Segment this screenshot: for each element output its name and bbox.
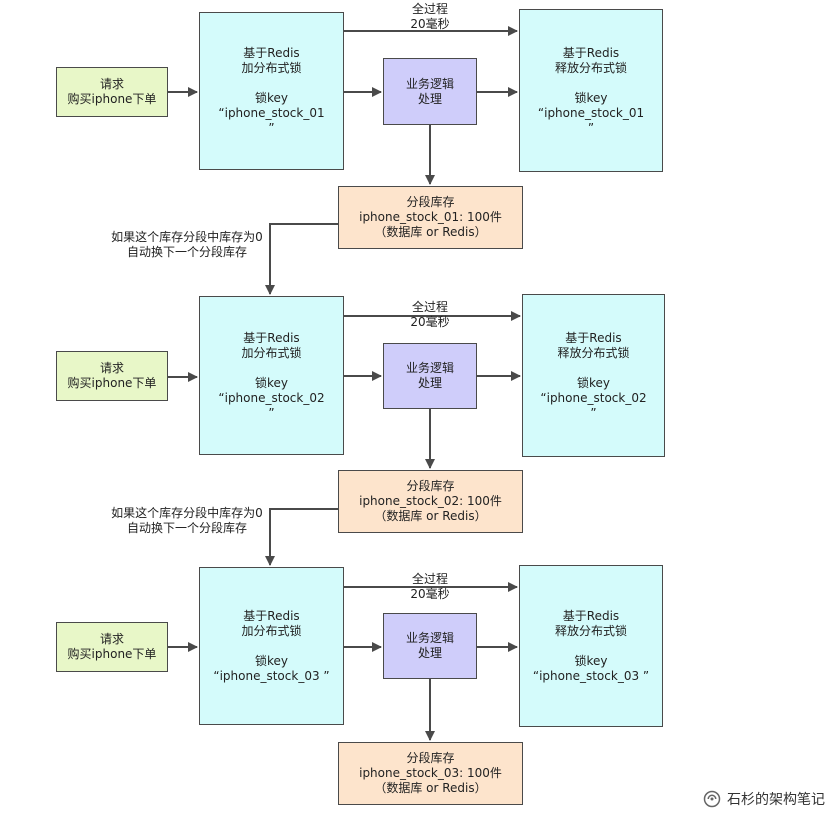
business-logic-box-2: 业务逻辑 处理 [383, 343, 477, 409]
total-process-note-3: 全过程 20毫秒 [410, 572, 450, 601]
stock-switch-note-2: 如果这个库存分段中库存为0 自动换下一个分段库存 [111, 506, 263, 535]
segment-stock-box-2: 分段库存 iphone_stock_02: 100件 （数据库 or Redis… [338, 470, 523, 533]
business-logic-box-1: 业务逻辑 处理 [383, 58, 477, 125]
business-logic-box-3: 业务逻辑 处理 [383, 613, 477, 679]
request-box-1: 请求 购买iphone下单 [56, 67, 168, 117]
request-box-3: 请求 购买iphone下单 [56, 622, 168, 672]
wechat-official-account-icon [703, 790, 721, 808]
watermark-text: 石杉的架构笔记 [727, 792, 825, 808]
arrow-stock-switch-1 [265, 223, 338, 295]
lock-release-box-2: 基于Redis 释放分布式锁 锁key “iphone_stock_02 ” [522, 294, 665, 457]
total-process-note-1: 全过程 20毫秒 [410, 2, 450, 31]
stock-switch-note-1: 如果这个库存分段中库存为0 自动换下一个分段库存 [111, 230, 263, 259]
lock-release-box-1: 基于Redis 释放分布式锁 锁key “iphone_stock_01 ” [519, 9, 663, 172]
segment-stock-box-3: 分段库存 iphone_stock_03: 100件 （数据库 or Redis… [338, 742, 523, 805]
lock-release-box-3: 基于Redis 释放分布式锁 锁key “iphone_stock_03 ” [519, 565, 663, 727]
request-box-2: 请求 购买iphone下单 [56, 351, 168, 401]
watermark: 石杉的架构笔记 [703, 789, 825, 809]
lock-acquire-box-1: 基于Redis 加分布式锁 锁key “iphone_stock_01 ” [199, 12, 344, 170]
arrow-stock-switch-2 [265, 508, 338, 566]
total-process-note-2: 全过程 20毫秒 [410, 300, 450, 329]
lock-acquire-box-2: 基于Redis 加分布式锁 锁key “iphone_stock_02 ” [199, 296, 344, 455]
lock-acquire-box-3: 基于Redis 加分布式锁 锁key “iphone_stock_03 ” [199, 567, 344, 725]
segment-stock-box-1: 分段库存 iphone_stock_01: 100件 （数据库 or Redis… [338, 186, 523, 249]
